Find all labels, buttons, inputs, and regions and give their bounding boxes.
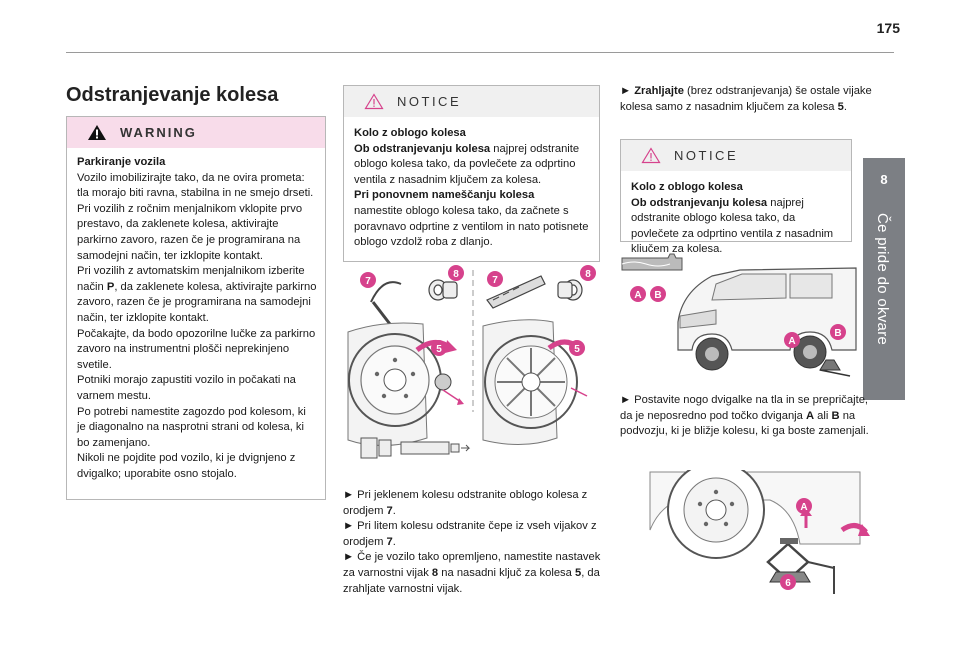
svg-text:A: A: [800, 502, 807, 513]
instructions-steel-alloy: ► Pri jeklenem kolesu odstranite oblogo …: [343, 488, 603, 597]
notice-header: NOTICE: [344, 86, 599, 117]
figure-label-A: [784, 332, 800, 348]
svg-text:5: 5: [436, 344, 442, 355]
warning-title: WARNING: [120, 125, 197, 140]
figure-label-5: [431, 340, 447, 356]
figure-label-7: [487, 271, 503, 287]
svg-text:7: 7: [492, 275, 498, 286]
notice-paragraph: Ob odstranjevanju kolesa najprej odstran…: [631, 196, 834, 256]
instruction-loosen: ► Zrahljajte (brez odstranjevanja) še os…: [620, 85, 872, 113]
caution-triangle-icon: [641, 147, 661, 164]
wheel-tools-figure: 7 8 7 8 5 5: [343, 262, 603, 474]
warning-paragraph: Pri vozilih z avtomatskim menjalnikom iz…: [77, 265, 317, 324]
svg-text:B: B: [654, 290, 661, 301]
notice-paragraph: namestite oblogo kolesa tako, da začnete…: [354, 204, 589, 249]
figure-label-B: [650, 286, 666, 302]
figure-label-A: [630, 286, 646, 302]
notice-body: Kolo z oblogo kolesa Ob odstranjevanju k…: [354, 126, 591, 251]
svg-text:B: B: [834, 328, 841, 339]
instruction-jack: ► Postavite nogo dvigalke na tla in se p…: [620, 394, 869, 438]
figure-label-5: [569, 340, 585, 356]
svg-text:6: 6: [785, 578, 791, 589]
notice-box: NOTICE Kolo z oblogo kolesa Ob odstranje…: [620, 139, 852, 255]
warning-paragraph: Nikoli ne pojdite pod vozilo, ki je dvig…: [77, 452, 296, 480]
figure-label-8: [448, 265, 464, 281]
notice-title: NOTICE: [674, 148, 739, 163]
caution-triangle-icon: [364, 93, 384, 110]
notice-heading: Kolo z oblogo kolesa: [631, 181, 743, 193]
figure-label-B: [830, 324, 846, 340]
svg-text:8: 8: [453, 269, 459, 280]
warning-paragraph: Pri vozilih z ročnim menjalnikom vklopit…: [77, 202, 303, 262]
notice-body: Kolo z oblogo kolesa Ob odstranjevanju k…: [631, 180, 843, 258]
jack-placement-figure: A 6: [620, 470, 870, 600]
instruction-item: ► Če je vozilo tako opremljeno, namestit…: [343, 551, 601, 595]
instruction-item: ► Pri litem kolesu odstranite čepe iz vs…: [343, 520, 597, 548]
chapter-title: Če pride do okvare: [874, 213, 891, 346]
warning-paragraph: Potniki morajo zapustiti vozilo in počak…: [77, 374, 296, 402]
notice-paragraph: Ob odstranjevanju kolesa najprej odstran…: [354, 142, 580, 186]
notice-subheading: Pri ponovnem nameščanju kolesa: [354, 189, 535, 202]
notice-title: NOTICE: [397, 94, 462, 109]
section-title: Odstranjevanje kolesa: [66, 84, 279, 106]
car-jack-points-figure: A B A B: [620, 252, 860, 382]
chapter-tab[interactable]: 8 Če pride do okvare: [863, 158, 905, 400]
warning-paragraph: Počakajte, da bodo opozorilne lučke za p…: [77, 327, 316, 371]
warning-paragraph: Po potrebi namestite zagozdo pod kolesom…: [77, 405, 306, 449]
notice-header: NOTICE: [621, 140, 851, 171]
figure-label-A: [796, 498, 812, 514]
figure-label-6: [780, 574, 796, 590]
svg-text:5: 5: [574, 344, 580, 355]
notice-box: NOTICE Kolo z oblogo kolesa Ob odstranje…: [343, 85, 600, 262]
svg-text:A: A: [788, 336, 795, 347]
page-number: 175: [876, 20, 900, 36]
chapter-number: 8: [880, 172, 888, 187]
top-divider: [66, 52, 894, 53]
svg-text:A: A: [634, 290, 641, 301]
notice-heading: Kolo z oblogo kolesa: [354, 127, 466, 139]
warning-triangle-icon: [88, 125, 106, 140]
instruction-item: ► Pri jeklenem kolesu odstranite oblogo …: [343, 489, 588, 517]
svg-text:7: 7: [365, 276, 371, 287]
svg-text:8: 8: [585, 269, 591, 280]
figure-label-7: [360, 272, 376, 288]
figure-label-8: [580, 265, 596, 281]
warning-header: WARNING: [67, 117, 325, 148]
